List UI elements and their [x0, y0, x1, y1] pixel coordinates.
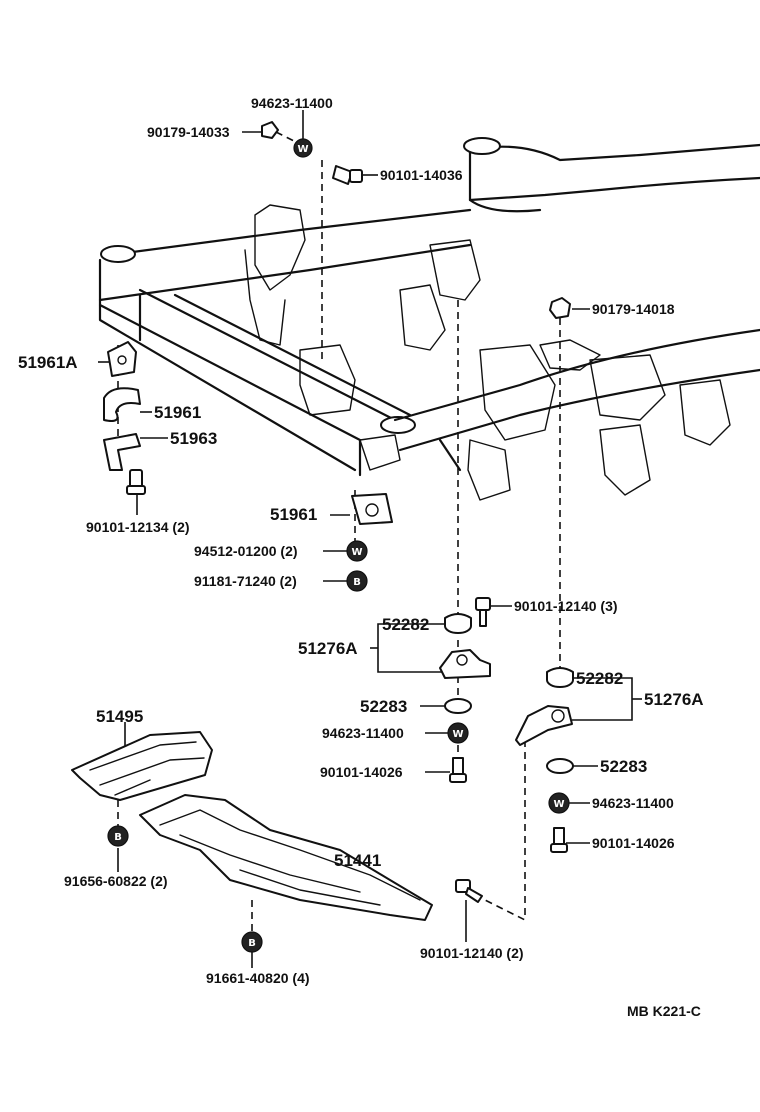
label-94623-11400-left: 94623-11400 — [322, 725, 404, 741]
label-51276A-right: 51276A — [644, 690, 704, 709]
label-91181-71240: 91181-71240 (2) — [194, 573, 297, 589]
cover-51441-icon — [139, 794, 433, 921]
part-labels: 94623-11400 90179-14033 90101-14036 9017… — [18, 95, 704, 1019]
nut-90179-14033-icon — [261, 121, 279, 139]
svg-text:W: W — [553, 799, 564, 810]
cushion-52283-right-icon — [546, 758, 574, 774]
label-94623-11400-top: 94623-11400 — [251, 95, 333, 111]
svg-text:W: W — [351, 547, 362, 558]
label-90101-12140-2: 90101-12140 (2) — [420, 945, 524, 961]
svg-text:B: B — [248, 938, 256, 949]
washer-top-icon: W — [293, 138, 313, 158]
nut-90179-14018-icon — [549, 297, 571, 319]
nut-91181-icon: B — [346, 570, 368, 592]
frame-assembly — [98, 137, 760, 501]
bolt-90101-12140-3-icon — [475, 597, 491, 627]
label-51276A-left: 51276A — [298, 639, 358, 658]
bolt-90101-14036-icon — [332, 165, 363, 185]
label-90179-14018: 90179-14018 — [592, 301, 675, 317]
svg-text:W: W — [297, 144, 308, 155]
nut-91661-icon: B — [241, 931, 263, 953]
cover-51495-icon — [71, 731, 213, 801]
label-94623-11400-right: 94623-11400 — [592, 795, 674, 811]
bolt-90101-12134-icon — [126, 469, 146, 495]
bracket-51963-icon — [103, 433, 141, 471]
svg-text:B: B — [114, 832, 122, 843]
hardware: W W B — [103, 121, 574, 953]
label-51963: 51963 — [170, 429, 217, 448]
bolt-90101-14026-left-icon — [449, 757, 467, 783]
washer-94623-left-icon: W — [447, 722, 469, 744]
washer-94512-icon: W — [346, 540, 368, 562]
mount-51276A-left-icon — [439, 649, 491, 679]
label-90101-14036: 90101-14036 — [380, 167, 463, 183]
label-51961A: 51961A — [18, 353, 78, 372]
label-90101-12140-3: 90101-12140 (3) — [514, 598, 618, 614]
label-91656-60822: 91656-60822 (2) — [64, 873, 168, 889]
bracket-51961A-icon — [107, 341, 137, 377]
clip-51961-icon — [103, 387, 141, 422]
bolt-90101-14026-right-icon — [550, 827, 568, 853]
label-52283-left: 52283 — [360, 697, 407, 716]
label-90101-14026-left: 90101-14026 — [320, 764, 403, 780]
label-51495: 51495 — [96, 707, 143, 726]
svg-text:B: B — [353, 577, 361, 588]
bolt-90101-12140-2-icon — [455, 879, 483, 903]
label-51961-upper: 51961 — [154, 403, 201, 422]
label-91661-40820: 91661-40820 (4) — [206, 970, 310, 986]
label-52282-left: 52282 — [382, 615, 429, 634]
diagram-code: MB K221-C — [627, 1003, 701, 1019]
label-90179-14033: 90179-14033 — [147, 124, 230, 140]
label-52283-right: 52283 — [600, 757, 647, 776]
cushion-52282-left-icon — [444, 613, 472, 634]
leader-lines — [98, 110, 642, 968]
label-52282-right: 52282 — [576, 669, 623, 688]
cushion-52283-left-icon — [444, 698, 472, 714]
label-90101-12134: 90101-12134 (2) — [86, 519, 190, 535]
label-51441: 51441 — [334, 851, 381, 870]
washer-94623-right-icon: W — [548, 792, 570, 814]
label-90101-14026-right: 90101-14026 — [592, 835, 675, 851]
svg-text:W: W — [452, 729, 463, 740]
cushion-52282-right-icon — [546, 667, 574, 688]
label-51961-lower: 51961 — [270, 505, 317, 524]
mount-51276A-right-icon — [515, 705, 573, 746]
nut-91656-icon: B — [107, 825, 129, 847]
cushion-51961-icon — [351, 493, 393, 525]
label-94512-01200: 94512-01200 (2) — [194, 543, 298, 559]
